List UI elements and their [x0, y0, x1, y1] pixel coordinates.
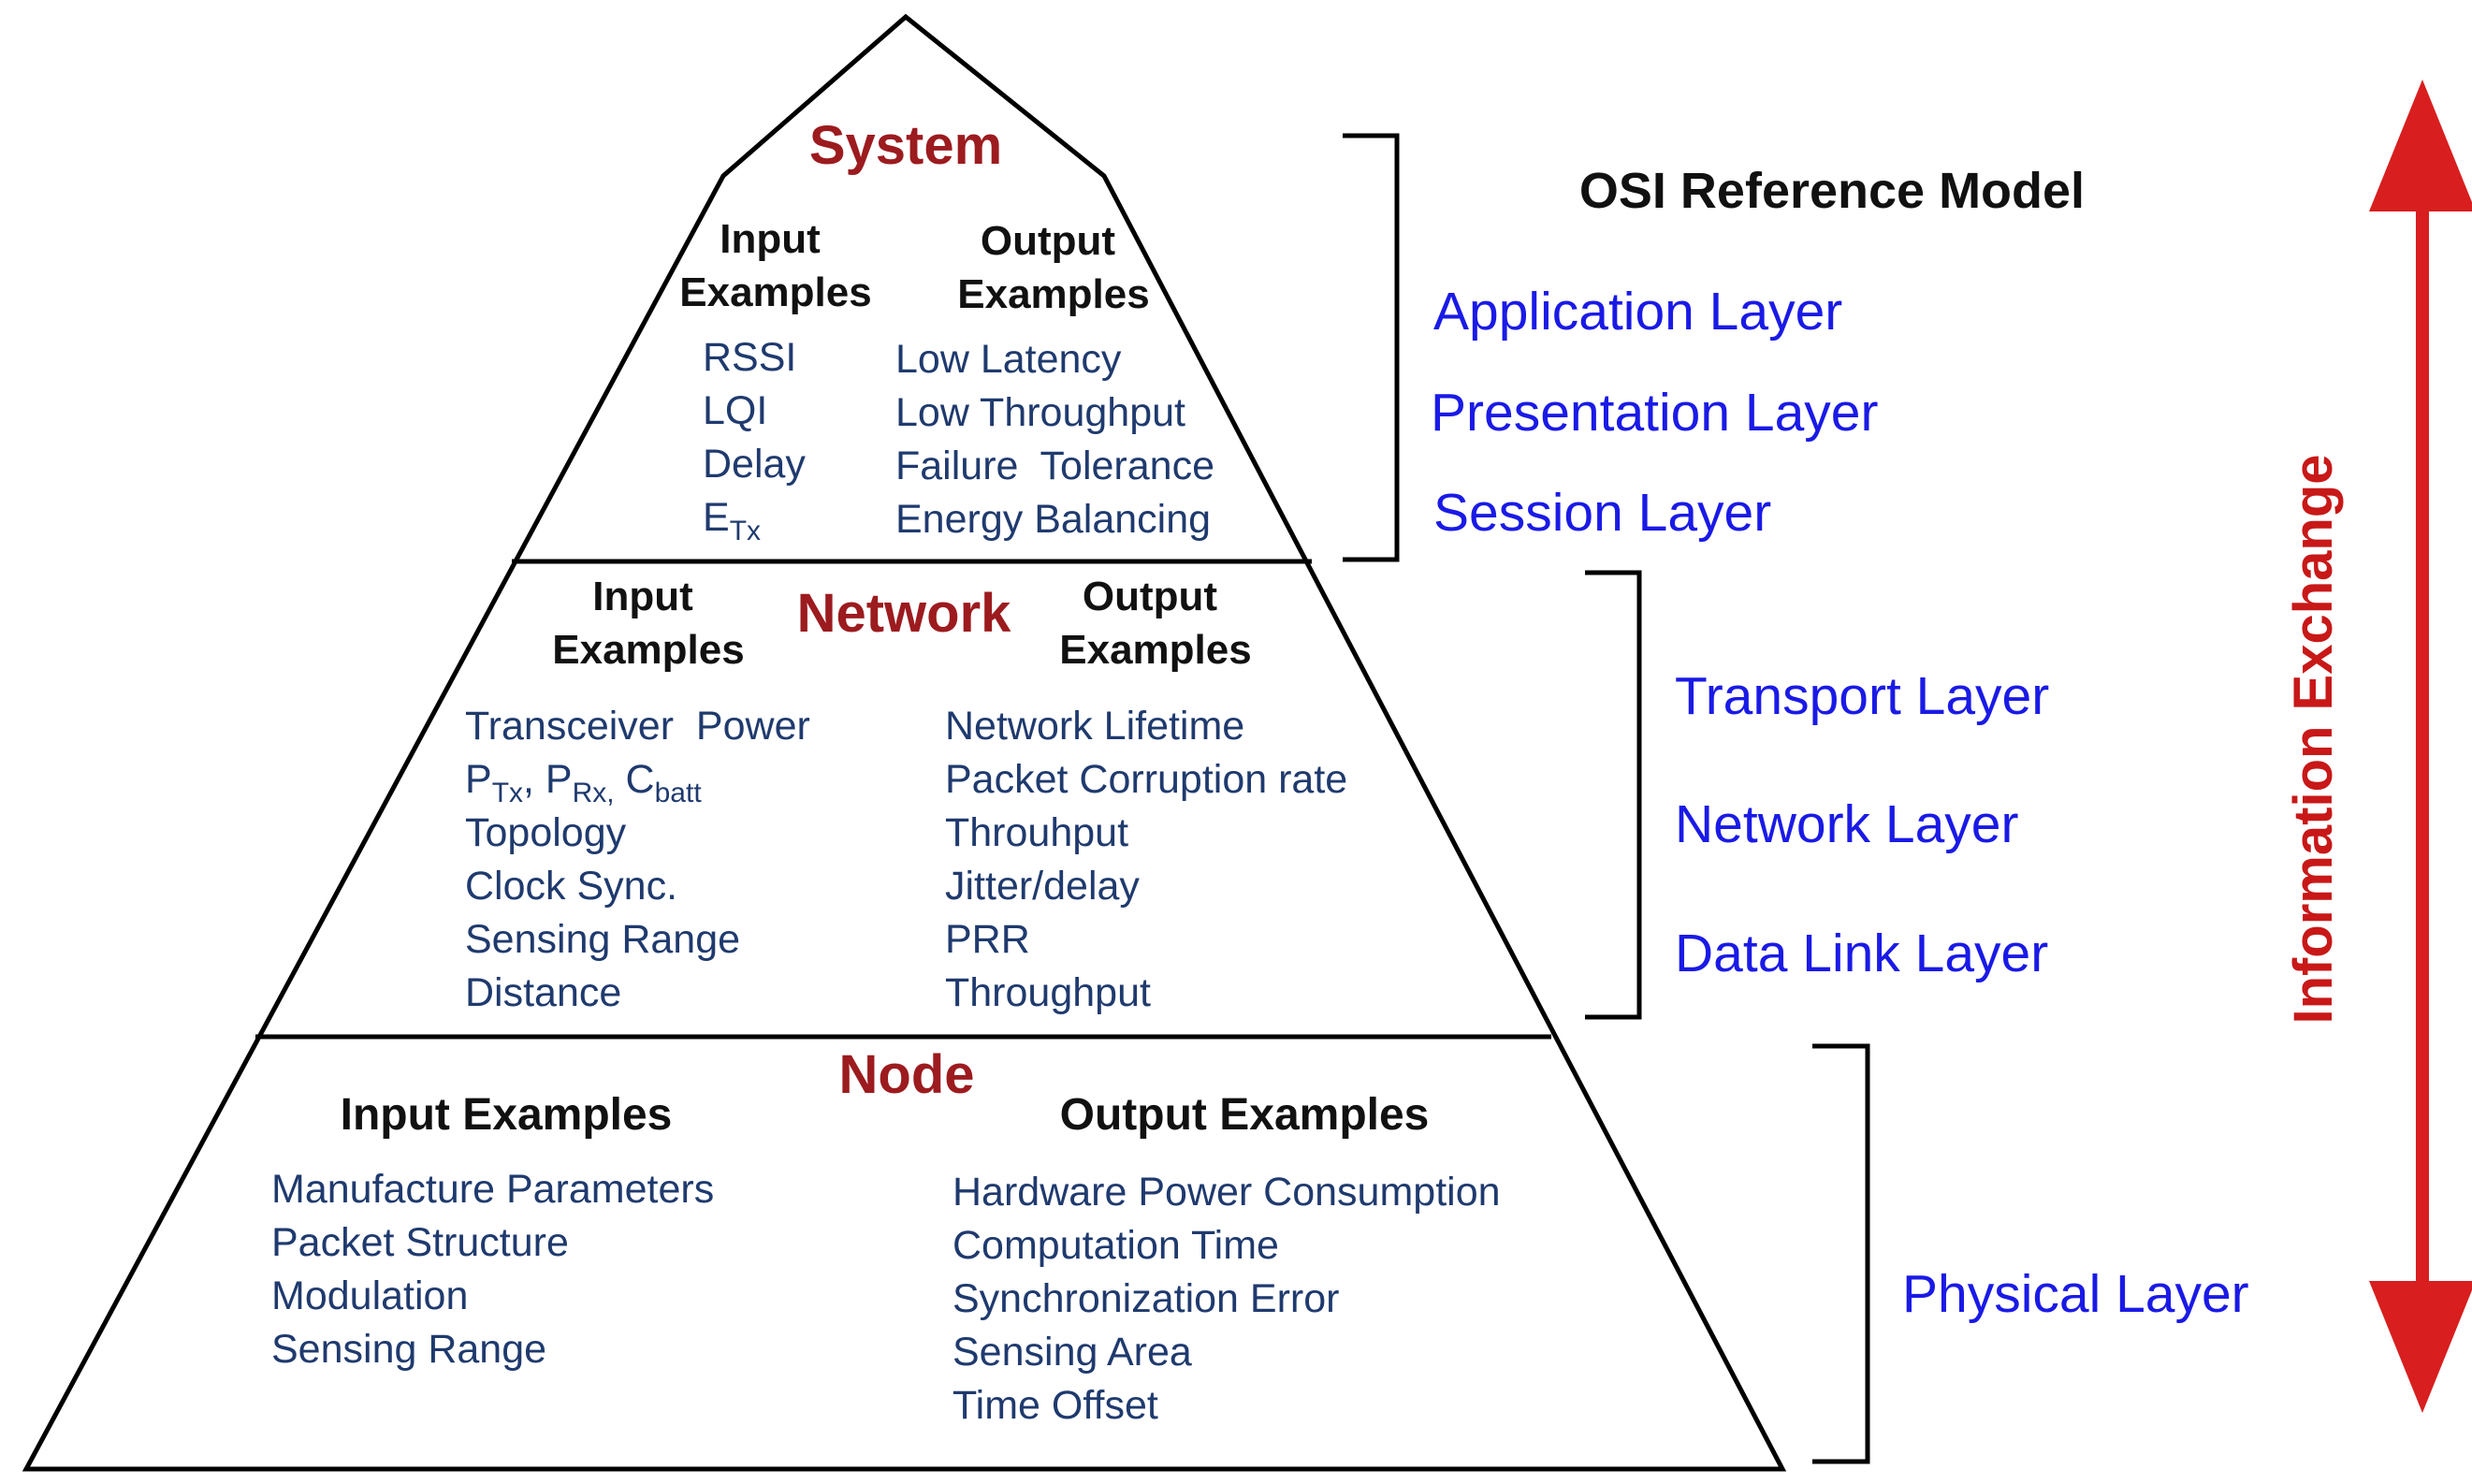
node-output-item: Synchronization Error: [952, 1276, 1339, 1321]
system-output-item: Low Latency: [895, 337, 1122, 382]
system-output-item: Low Throughput: [895, 390, 1185, 435]
node-output-item: Sensing Area: [952, 1330, 1192, 1375]
osi-title: OSI Reference Model: [1579, 163, 2085, 219]
network-output-item: Packet Corruption rate: [945, 757, 1347, 802]
system-input-item: Delay: [703, 442, 806, 487]
node-tier: Node Input Examples Output Examples Manu…: [271, 1044, 1501, 1428]
system-output-header-line1: Output: [981, 218, 1116, 264]
node-output-item: Computation Time: [952, 1223, 1279, 1268]
system-input-item-etx: ETx: [703, 495, 761, 546]
cbatt-subscript: batt: [655, 778, 703, 808]
osi-layer: Application Layer: [1433, 282, 1842, 342]
system-tier: System Input Examples Output Examples RS…: [679, 115, 1214, 546]
arrow-head-down-icon: [2369, 1281, 2472, 1413]
information-exchange-label: Information Exchange: [2283, 454, 2344, 1024]
separator: ,: [523, 757, 545, 802]
node-input-item: Packet Structure: [271, 1220, 569, 1265]
cbatt-base: C: [615, 757, 655, 802]
pyramid-outline: [22, 13, 1787, 1472]
information-exchange-arrow: Information Exchange: [2283, 80, 2472, 1413]
bracket-upper: [1343, 133, 1400, 562]
arrow-head-up-icon: [2369, 80, 2472, 211]
node-output-item: Time Offset: [952, 1383, 1158, 1428]
node-input-item: Manufacture Parameters: [271, 1167, 714, 1212]
network-output-header-line1: Output: [1083, 574, 1218, 619]
prx-base: P: [545, 757, 573, 802]
pyramid-shape: [22, 13, 1787, 1472]
system-output-item: Failure Tolerance: [895, 444, 1214, 488]
network-output-item: Throuhput: [945, 810, 1128, 855]
network-input-item: Distance: [465, 970, 621, 1015]
osi-layer: Network Layer: [1675, 794, 2018, 854]
osi-layer: Physical Layer: [1902, 1264, 2249, 1324]
layer-brackets: [1343, 133, 1870, 1464]
network-output-header-line2: Examples: [1059, 627, 1251, 673]
node-title: Node: [839, 1044, 975, 1105]
osi-layer: Data Link Layer: [1675, 924, 2048, 983]
node-output-item: Hardware Power Consumption: [952, 1170, 1501, 1215]
bracket-lower: [1812, 1043, 1870, 1464]
node-input-item: Sensing Range: [271, 1327, 546, 1372]
node-output-header: Output Examples: [1060, 1090, 1430, 1140]
etx-subscript: Tx: [730, 516, 761, 546]
system-input-item: RSSI: [703, 335, 796, 380]
system-output-item: Energy Balancing: [895, 497, 1211, 542]
network-output-item: Network Lifetime: [945, 704, 1244, 749]
prx-subscript: Rx,: [573, 778, 615, 808]
ptx-base: P: [465, 757, 492, 802]
network-input-power-symbols: PTx, PRx, Cbatt: [465, 757, 702, 808]
osi-reference-model: OSI Reference Model Application Layer Pr…: [1431, 163, 2249, 1324]
osi-layer: Presentation Layer: [1431, 383, 1878, 443]
osi-layer: Transport Layer: [1675, 666, 2049, 726]
network-title: Network: [797, 583, 1012, 644]
osi-layer: Session Layer: [1433, 483, 1771, 543]
system-input-header-line2: Examples: [679, 269, 871, 315]
etx-base: E: [703, 495, 730, 540]
network-output-item: Throughput: [945, 970, 1151, 1015]
network-output-item: PRR: [945, 917, 1030, 962]
arrow-shaft: [2416, 192, 2429, 1296]
network-input-item: Sensing Range: [465, 917, 740, 962]
ptx-subscript: Tx: [492, 778, 523, 808]
system-output-header-line2: Examples: [957, 271, 1149, 317]
network-input-header-line2: Examples: [552, 627, 744, 673]
network-output-item: Jitter/delay: [945, 864, 1140, 909]
bracket-middle: [1585, 570, 1642, 1020]
network-input-item: Topology: [465, 810, 627, 855]
network-tier: Network Input Examples Output Examples T…: [465, 574, 1347, 1015]
network-input-item: Clock Sync.: [465, 864, 677, 909]
system-title: System: [809, 115, 1002, 176]
network-input-header-line1: Input: [592, 574, 693, 619]
node-input-header: Input Examples: [341, 1090, 673, 1140]
network-input-item: Transceiver Power: [465, 704, 810, 749]
node-input-item: Modulation: [271, 1273, 468, 1318]
system-input-item: LQI: [703, 388, 767, 433]
system-input-header-line1: Input: [720, 216, 821, 262]
